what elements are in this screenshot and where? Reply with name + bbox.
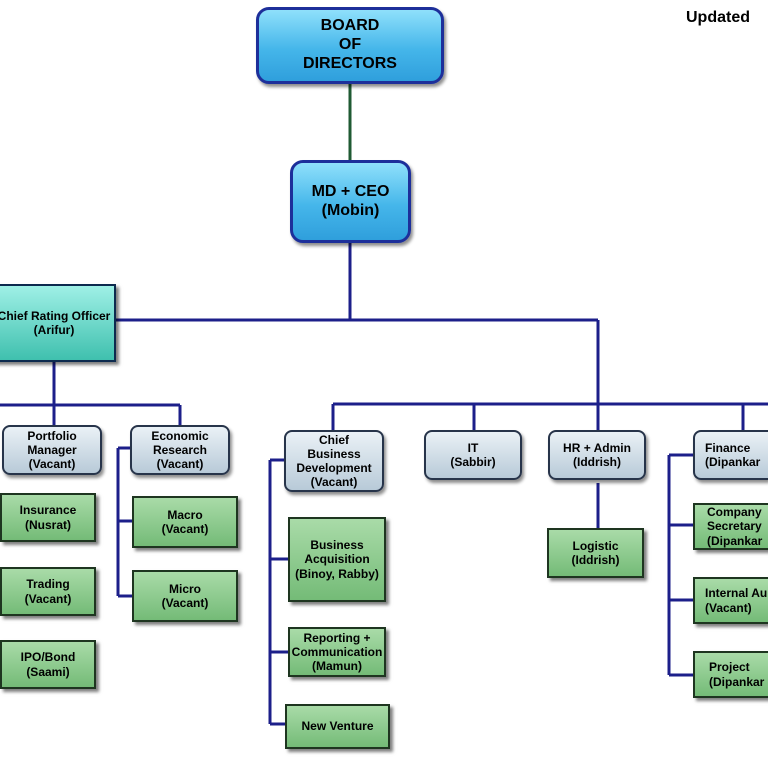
cbd-line-3: Development xyxy=(296,461,372,475)
logistic-name: (Iddrish) xyxy=(571,553,620,567)
micro-name: (Vacant) xyxy=(161,596,209,610)
cbd-line-4: (Vacant) xyxy=(310,475,358,490)
ipo-title: IPO/Bond xyxy=(20,650,76,665)
macro-node: Macro (Vacant) xyxy=(132,496,238,548)
micro-node: Micro (Vacant) xyxy=(132,570,238,622)
finance-name: (Dipankar xyxy=(705,455,761,469)
board-line-2: OF xyxy=(338,36,362,54)
board-line-1: BOARD xyxy=(320,17,380,35)
chief-business-development-node: Chief Business Development (Vacant) xyxy=(284,430,384,492)
ia-line-2: (Vacant) xyxy=(705,600,752,615)
hr-name: (Iddrish) xyxy=(573,455,621,469)
insurance-node: Insurance (Nusrat) xyxy=(0,493,96,542)
ipo-name: (Saami) xyxy=(26,664,70,679)
micro-title: Micro xyxy=(168,581,201,596)
trading-name: (Vacant) xyxy=(24,591,72,606)
insurance-title: Insurance xyxy=(19,503,77,518)
ba-line-2: Acquisition xyxy=(304,552,370,567)
it-title: IT xyxy=(467,440,479,455)
ba-line-1: Business xyxy=(310,538,364,553)
rc-line-2: Communication xyxy=(291,644,383,659)
economic-line-1: Economic xyxy=(151,428,209,443)
economic-line-2: Research xyxy=(152,442,208,457)
portfolio-line-1: Portfolio xyxy=(27,428,77,443)
ceo-name: (Mobin) xyxy=(321,201,380,219)
ceo-title: MD + CEO xyxy=(311,182,390,200)
economic-line-3: (Vacant) xyxy=(156,457,204,472)
economic-research-node: Economic Research (Vacant) xyxy=(130,425,230,475)
trading-node: Trading (Vacant) xyxy=(0,567,96,616)
project-title: Project xyxy=(709,660,750,675)
it-name: (Sabbir) xyxy=(450,455,496,469)
company-secretary-node: Company Secretary (Dipankar xyxy=(693,503,768,550)
macro-title: Macro xyxy=(167,507,203,522)
new-venture-node: New Venture xyxy=(285,704,390,749)
cs-line-3: (Dipankar xyxy=(707,533,763,548)
portfolio-manager-node: Portfolio Manager (Vacant) xyxy=(2,425,102,475)
rc-line-3: (Mamun) xyxy=(312,659,362,674)
business-acquisition-node: Business Acquisition (Binoy, Rabby) xyxy=(288,517,386,602)
cro-name: (Arifur) xyxy=(33,323,75,337)
ipo-bond-node: IPO/Bond (Saami) xyxy=(0,640,96,689)
reporting-communication-node: Reporting + Communication (Mamun) xyxy=(288,627,386,677)
macro-name: (Vacant) xyxy=(161,522,209,536)
trading-title: Trading xyxy=(26,577,70,592)
portfolio-line-3: (Vacant) xyxy=(28,457,76,472)
portfolio-line-2: Manager xyxy=(27,442,77,457)
finance-node: Finance (Dipankar xyxy=(693,430,768,480)
nv-title: New Venture xyxy=(301,719,374,734)
rc-line-1: Reporting + xyxy=(303,630,371,645)
cs-line-2: Secretary xyxy=(707,519,762,534)
chief-rating-officer-node: Chief Rating Officer (Arifur) xyxy=(0,284,116,362)
updated-label: Updated xyxy=(686,9,750,26)
hr-admin-node: HR + Admin (Iddrish) xyxy=(548,430,646,480)
insurance-name: (Nusrat) xyxy=(24,517,71,532)
internal-audit-node: Internal Au (Vacant) xyxy=(693,577,768,624)
it-node: IT (Sabbir) xyxy=(424,430,522,480)
finance-title: Finance xyxy=(705,440,751,455)
logistic-node: Logistic (Iddrish) xyxy=(547,528,644,578)
cbd-line-1: Chief xyxy=(319,432,349,447)
ba-line-3: (Binoy, Rabby) xyxy=(295,566,379,581)
project-node: Project (Dipankar xyxy=(693,651,768,698)
logistic-title: Logistic xyxy=(572,538,619,553)
cbd-line-2: Business xyxy=(307,446,361,461)
board-line-3: DIRECTORS xyxy=(303,54,397,72)
project-name: (Dipankar xyxy=(709,674,765,689)
cs-line-1: Company xyxy=(707,505,762,520)
cro-title: Chief Rating Officer xyxy=(0,308,111,323)
hr-title: HR + Admin xyxy=(563,440,631,455)
md-ceo-node: MD + CEO (Mobin) xyxy=(290,160,411,243)
ia-line-1: Internal Au xyxy=(705,586,768,601)
board-of-directors-node: BOARD OF DIRECTORS xyxy=(256,7,444,84)
